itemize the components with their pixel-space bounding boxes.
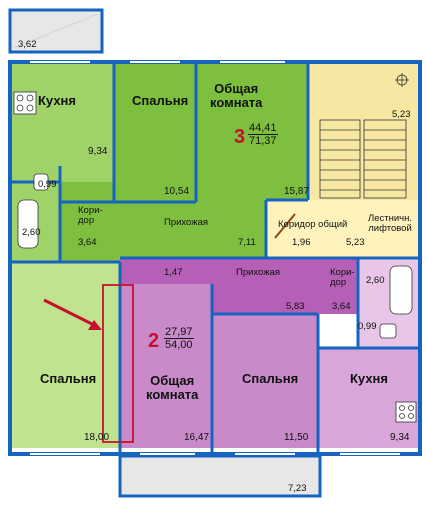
apt2-kitchen-label: Кухня <box>350 371 388 386</box>
common-corridor-area: 1,96 <box>292 237 311 248</box>
apt3-corridor-label: Кори- дор <box>78 205 103 227</box>
apt2-bedroom <box>212 314 318 448</box>
apt2-corridor-label: Кори- дор <box>330 267 355 289</box>
apt2-kitchen-area: 9,34 <box>390 432 410 443</box>
apt3-total-area: 71,37 <box>249 135 277 147</box>
apt3-bedroom-big-label: Спальня <box>40 371 97 386</box>
apt2-living-room <box>120 284 212 448</box>
balcony-hatch <box>13 13 99 49</box>
highlight-outline <box>102 284 134 443</box>
balcony-bottom <box>118 454 322 498</box>
balcony-top-left <box>8 8 104 54</box>
bathtub-icon-apt2 <box>389 265 413 315</box>
apt2-hallway-label: Прихожая <box>236 267 281 278</box>
balcony-bottom-area: 7,23 <box>288 483 307 494</box>
apt3-areas: 44,41 71,37 <box>248 122 278 147</box>
apt2-areas: 27,97 54,00 <box>164 326 194 351</box>
apt3-living-room-area: 15,87 <box>284 186 310 197</box>
toilet-icon <box>33 173 49 191</box>
apt3-living-room <box>196 64 308 202</box>
apt3-kitchen-label: Кухня <box>38 93 76 108</box>
stairs-area: 5,23 <box>346 237 365 248</box>
apt3-small-hall-area: 1,47 <box>164 267 183 278</box>
apt2-bedroom-area: 11,50 <box>284 432 309 443</box>
apt3-bedroom-big-area: 18,00 <box>84 432 110 443</box>
apt3-hallway-label: Прихожая <box>164 217 209 228</box>
stairwell <box>308 64 418 210</box>
apt2-number: 2 <box>148 330 160 352</box>
apt3-living-area: 44,41 <box>248 122 278 135</box>
balcony-top-area: 3,62 <box>18 39 37 50</box>
apt3-bath-area: 2,60 <box>22 227 41 238</box>
pointer-arrow <box>43 298 97 328</box>
apt3-bedroom <box>114 64 196 202</box>
apt3-wc-area: 0,99 <box>38 179 57 190</box>
stove-icon <box>13 91 37 115</box>
apt3-living-room-label: Общая комната <box>210 81 263 111</box>
apt3-bedroom-big <box>10 262 120 448</box>
apt3-kitchen-area: 9,34 <box>88 146 108 157</box>
apt2-living-room-label: Общая комната <box>146 373 199 403</box>
bathtub-icon <box>17 199 39 249</box>
windows <box>30 61 400 455</box>
stairs-label: Лестничн. лифтовой <box>368 213 413 235</box>
apt2-living-room-area: 16,47 <box>184 432 210 443</box>
apt2-corridor-area: 3,64 <box>332 301 351 312</box>
apt3-bedroom-label: Спальня <box>132 93 189 108</box>
apt2-living-area: 27,97 <box>164 326 194 339</box>
apt3-corridor-area: 3,64 <box>78 237 97 248</box>
toilet-icon-apt2 <box>379 323 397 339</box>
apt3-hallway-area: 7,11 <box>238 237 256 248</box>
apt2-bath-area: 2,60 <box>366 275 385 286</box>
apt3-bedroom-area: 10,54 <box>164 186 190 197</box>
apt2-hallway-area: 5,83 <box>286 301 305 312</box>
apt2-kitchen <box>318 348 420 448</box>
common-corridor <box>266 200 418 258</box>
stairs-icon <box>319 119 407 199</box>
interior-walls <box>10 62 420 454</box>
apt3-number: 3 <box>234 126 246 148</box>
pointer-arrow-head <box>88 320 102 330</box>
apt3-hallway <box>60 182 266 262</box>
common-corridor-label: Коридор общий <box>278 219 348 230</box>
stairs-top-area: 5,23 <box>392 109 411 120</box>
apt3-kitchen <box>10 64 114 182</box>
apt2-total-area: 54,00 <box>165 339 193 351</box>
apt2-bedroom-label: Спальня <box>242 371 299 386</box>
apt2-wc-area: 0,99 <box>358 321 377 332</box>
stove-icon-apt2 <box>395 401 417 423</box>
